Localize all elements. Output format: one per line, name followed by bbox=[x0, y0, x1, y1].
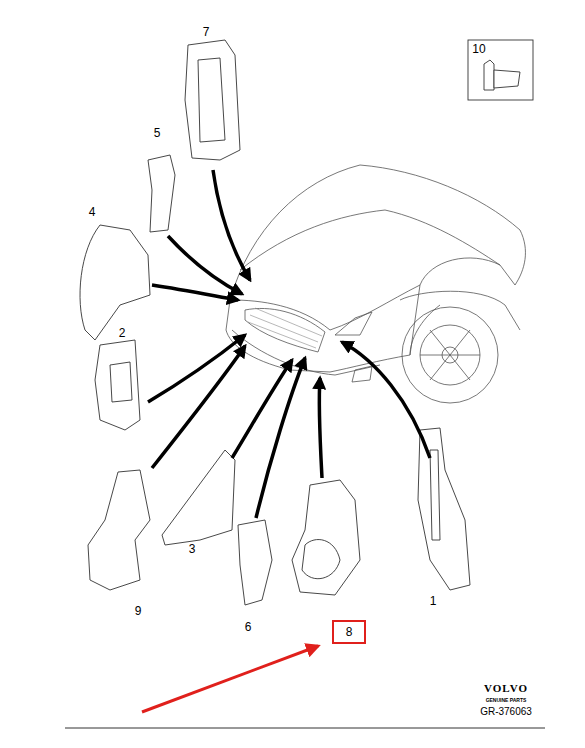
part-9 bbox=[88, 470, 150, 590]
callout-number: 9 bbox=[135, 605, 142, 617]
part-6 bbox=[238, 520, 272, 605]
leader-arrows bbox=[148, 170, 430, 518]
fastener-frame bbox=[468, 40, 533, 100]
callout-number: 5 bbox=[154, 127, 161, 139]
part-2 bbox=[95, 340, 140, 430]
part-outlines bbox=[80, 40, 470, 605]
part-4 bbox=[80, 225, 150, 340]
callout-number: 7 bbox=[203, 26, 210, 38]
fastener-icon bbox=[484, 60, 520, 90]
brand-logo: VOLVO bbox=[484, 683, 528, 694]
part-5 bbox=[148, 155, 175, 232]
part-1 bbox=[418, 428, 470, 590]
callout-number: 6 bbox=[245, 621, 252, 633]
callout-number: 2 bbox=[119, 327, 126, 339]
callout-number: 8 bbox=[346, 626, 353, 638]
part-8 bbox=[292, 480, 360, 595]
callout-number: 1 bbox=[430, 595, 437, 607]
callout-number: 10 bbox=[472, 43, 485, 55]
part-3 bbox=[162, 450, 235, 545]
callout-number: 3 bbox=[189, 543, 196, 555]
grille-bars bbox=[248, 308, 322, 348]
brand-tagline: GENUINE PARTS bbox=[486, 698, 527, 703]
pointer-arrow bbox=[142, 646, 318, 712]
highlighted-callout: 8 bbox=[332, 620, 366, 644]
drawing-number: GR-376063 bbox=[480, 707, 532, 717]
callout-number: 4 bbox=[89, 206, 96, 218]
part-7 bbox=[185, 40, 240, 160]
footer-rule bbox=[65, 728, 545, 729]
